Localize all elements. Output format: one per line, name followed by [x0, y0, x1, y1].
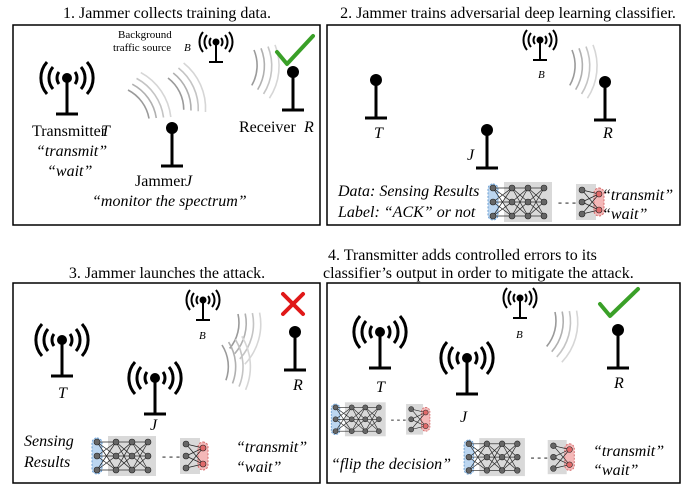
panel-1-caption: 1. Jammer collects training data.	[63, 5, 271, 22]
b-label: B	[199, 330, 206, 342]
out-wait: “wait”	[602, 206, 647, 223]
radio-wave-icon	[123, 66, 174, 129]
background-antenna-icon	[198, 31, 234, 63]
radio-wave-icon	[534, 300, 591, 364]
j-label: J	[150, 417, 158, 434]
panel-2-frame	[326, 24, 681, 226]
transmitter-antenna-icon	[34, 322, 90, 378]
radio-wave-icon	[217, 302, 274, 366]
out-wait: “wait”	[593, 462, 638, 479]
background-label-1: Background	[118, 29, 172, 41]
check-icon	[598, 287, 640, 318]
t-label: T	[58, 385, 68, 402]
receiver-var: R	[303, 119, 314, 136]
out-wait: “wait”	[236, 459, 281, 476]
r-label: R	[602, 125, 613, 142]
background-var: B	[184, 42, 191, 54]
transmitter-label: Transmitter	[32, 123, 107, 140]
background-antenna-icon	[502, 287, 538, 319]
transmitter-antenna-icon	[352, 314, 408, 370]
j-label: J	[460, 409, 468, 426]
jammer-antenna-icon	[439, 340, 495, 396]
background-label-2: traffic source	[113, 42, 171, 54]
panel-4-frame	[326, 282, 681, 484]
neural-network-icon	[487, 181, 605, 223]
panel-4-caption-2: classifier’s output in order to mitigate…	[323, 265, 634, 282]
t-label: T	[374, 125, 384, 142]
transmitter-var: T	[101, 123, 111, 140]
b-label: B	[516, 329, 523, 341]
b-label: B	[538, 69, 545, 81]
label-text: Label: “ACK” or not	[337, 204, 476, 221]
cross-icon	[281, 292, 305, 316]
out-transmit: “transmit”	[602, 187, 673, 204]
panel-2-caption: 2. Jammer trains adversarial deep learni…	[340, 5, 676, 22]
transmitter-antenna-icon	[363, 72, 389, 120]
r-label: R	[292, 377, 303, 394]
receiver-antenna-icon	[280, 64, 306, 112]
panel-2: 2. Jammer trains adversarial deep learni…	[326, 5, 681, 226]
neural-network-icon	[463, 437, 575, 477]
background-antenna-icon	[185, 289, 221, 321]
radio-wave-icon	[239, 37, 290, 100]
receiver-antenna-icon	[605, 322, 631, 370]
jammer-antenna-icon	[159, 120, 185, 168]
receiver-label: Receiver	[239, 119, 297, 136]
j-label: J	[467, 147, 475, 164]
r-label: R	[613, 375, 624, 392]
background-antenna-icon	[522, 29, 558, 61]
neural-network-icon	[91, 435, 209, 477]
jammer-label: Jammer	[135, 173, 186, 190]
panel-3-caption: 3. Jammer launches the attack.	[69, 265, 265, 282]
jammer-antenna-icon	[474, 122, 500, 170]
panel-3: 3. Jammer launches the attack. T B R J S…	[12, 265, 321, 484]
panel-1: 1. Jammer collects training data. Transm…	[12, 5, 321, 226]
receiver-antenna-icon	[282, 324, 308, 372]
jammer-var: J	[185, 173, 193, 190]
action-wait-text: “wait”	[47, 163, 92, 180]
receiver-antenna-icon	[592, 74, 618, 122]
t-label: T	[376, 379, 386, 396]
sensing-label-1: Sensing	[24, 433, 74, 450]
data-text: Data: Sensing Results	[337, 183, 479, 200]
panel-4: 4. Transmitter adds controlled errors to…	[323, 247, 681, 484]
transmitter-neural-network-icon	[330, 401, 431, 437]
transmitter-antenna-icon	[39, 60, 95, 116]
radio-wave-icon	[557, 37, 608, 100]
monitor-text: “monitor the spectrum”	[92, 193, 247, 210]
sensing-label-2: Results	[23, 454, 70, 471]
out-transmit: “transmit”	[236, 439, 307, 456]
panel-1-frame	[12, 24, 321, 226]
flip-text: “flip the decision”	[331, 456, 451, 473]
out-transmit: “transmit”	[593, 443, 664, 460]
panel-4-caption-1: 4. Transmitter adds controlled errors to…	[328, 247, 597, 264]
action-transmit-text: “transmit”	[36, 143, 107, 160]
check-icon	[275, 34, 315, 66]
panel-3-frame	[12, 282, 321, 484]
jammer-antenna-icon	[127, 360, 183, 416]
radio-wave-icon	[165, 59, 208, 119]
